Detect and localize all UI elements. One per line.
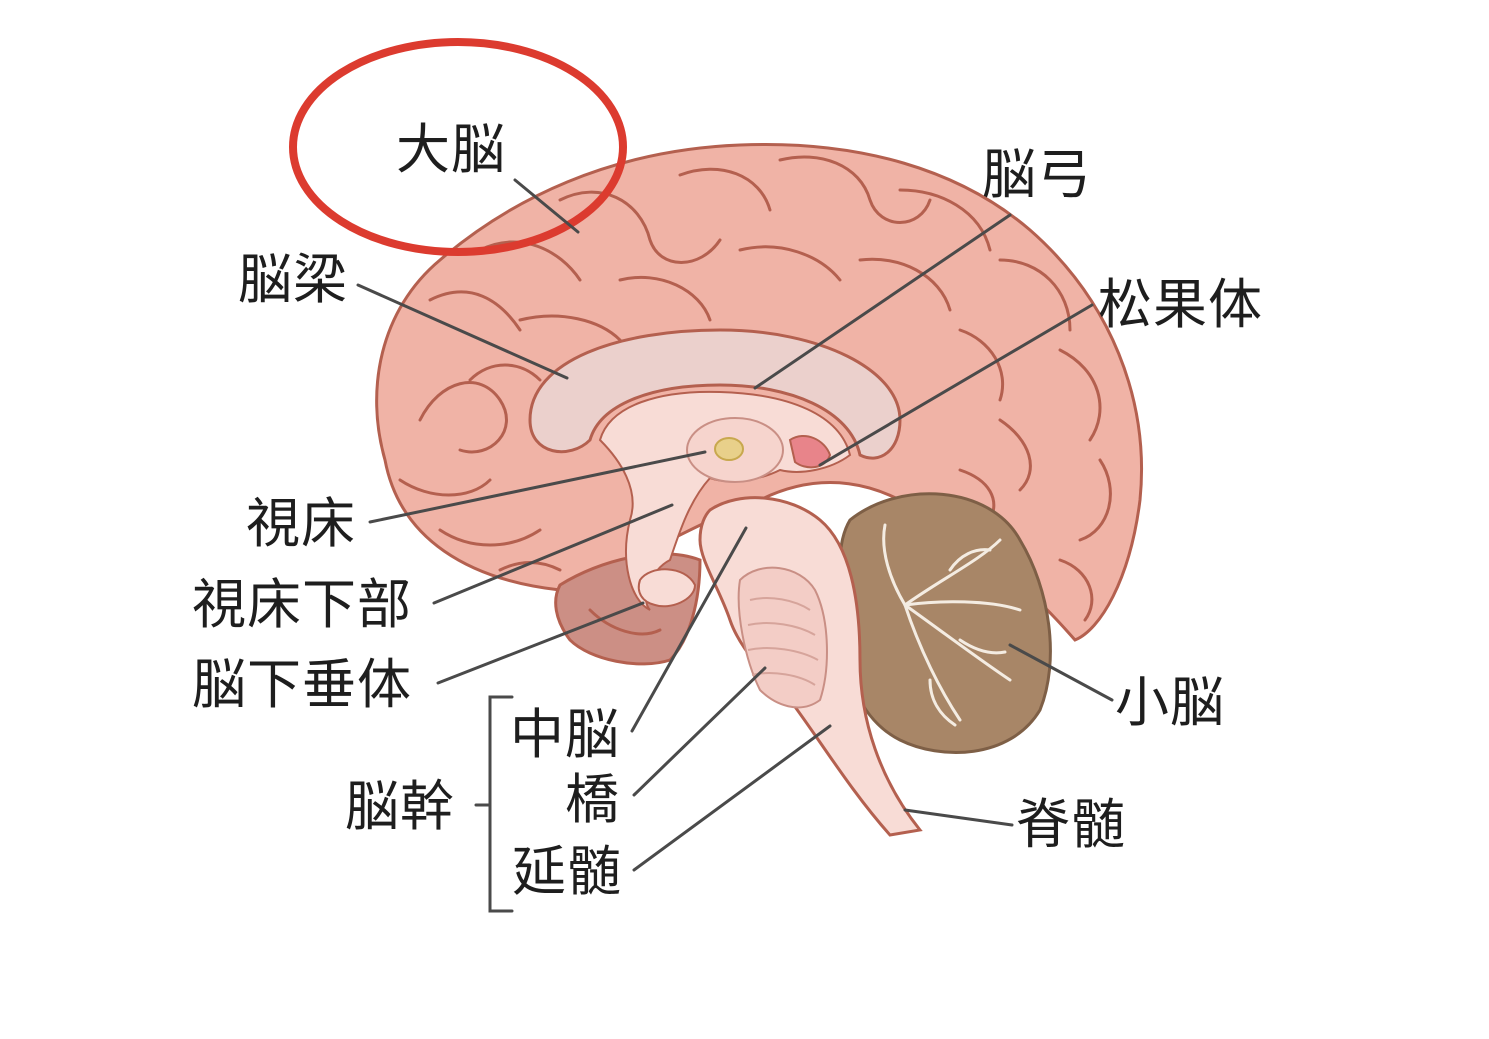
label-cerebrum: 大脳 <box>396 118 506 181</box>
pons-shape <box>737 566 828 709</box>
leader-corpus-callosum <box>356 283 569 380</box>
leader-pons <box>632 666 767 797</box>
label-brainstem: 脳幹 <box>345 775 455 838</box>
leader-cerebellum <box>1008 643 1114 702</box>
label-hypothalamus: 視床下部 <box>192 573 412 636</box>
corpus-callosum-shape <box>528 328 902 460</box>
pineal-shape <box>788 435 832 469</box>
leader-medulla <box>632 724 832 872</box>
leader-lines <box>356 178 1114 913</box>
leader-thalamus <box>368 450 707 524</box>
massa-intermedia-shape <box>714 437 744 461</box>
leader-midbrain <box>630 526 748 733</box>
label-fornix: 脳弓 <box>982 143 1092 206</box>
label-thalamus: 視床 <box>246 492 356 555</box>
leader-pineal <box>818 303 1094 467</box>
label-medulla: 延髄 <box>512 840 622 903</box>
arbor-vitae <box>882 523 1022 727</box>
highlight-circle <box>289 38 627 256</box>
label-cerebellum: 小脳 <box>1115 671 1225 734</box>
gyri-folds <box>398 155 1112 636</box>
label-pituitary: 脳下垂体 <box>192 653 412 716</box>
label-spinal-cord: 脊髄 <box>1016 793 1126 856</box>
brainstem-bracket <box>488 695 514 913</box>
leader-cerebrum <box>513 178 580 234</box>
label-midbrain: 中脳 <box>510 703 620 766</box>
leader-pituitary <box>436 601 645 685</box>
leader-fornix <box>753 213 1012 390</box>
leader-hypothalamus <box>432 503 674 605</box>
label-pons: 橋 <box>565 768 620 831</box>
label-corpus-callosum: 脳梁 <box>238 248 348 311</box>
label-pineal-body: 松果体 <box>1098 273 1263 336</box>
pituitary-shape <box>637 568 697 608</box>
leader-spinal-cord <box>903 808 1014 827</box>
